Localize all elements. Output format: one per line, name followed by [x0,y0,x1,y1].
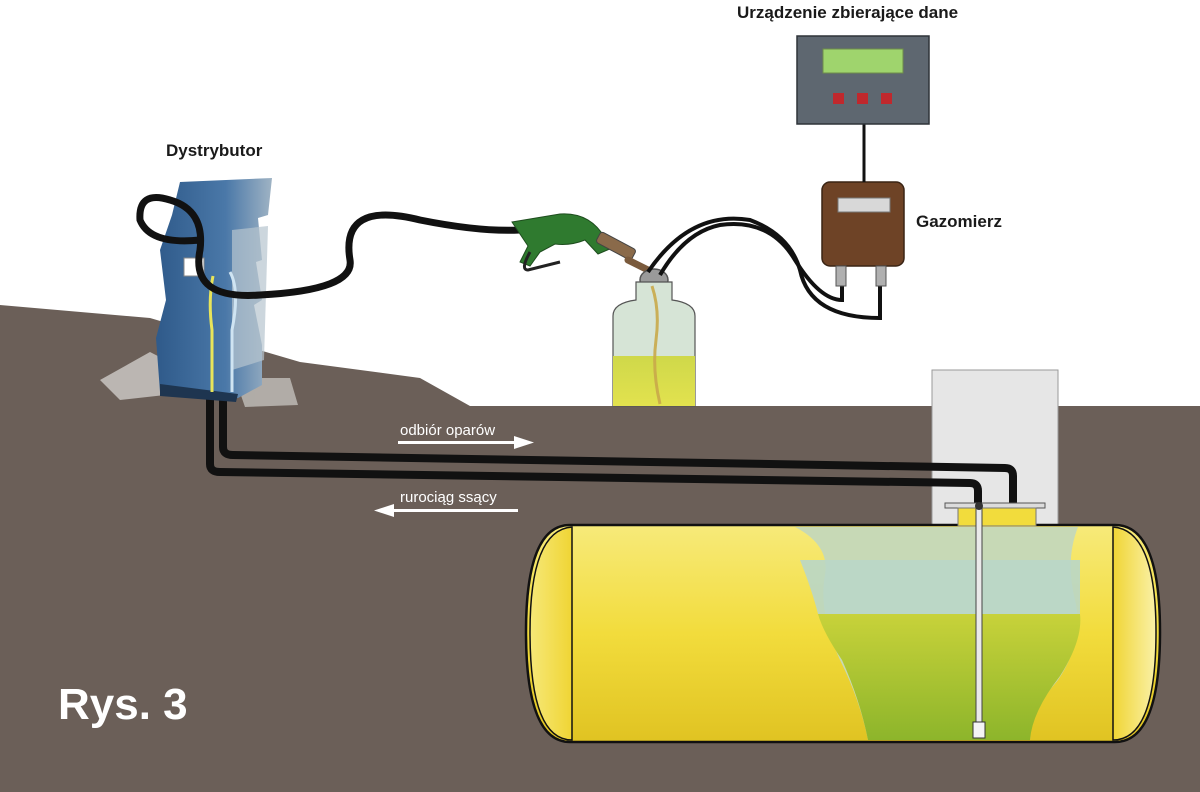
collector-led-2 [857,93,868,104]
vapor-return-pipe [219,395,1017,520]
collector-led-1 [833,93,844,104]
fuel-nozzle-icon [511,213,656,276]
sample-container-icon [612,281,696,407]
data-collector-label: Urządzenie zbierające dane [737,3,959,22]
fuel-tank-icon [524,502,1162,744]
collector-led-3 [881,93,892,104]
vapor-hose-outer [658,222,844,303]
collector-display [822,48,904,74]
suction-line-label: rurociąg ssący [400,489,497,506]
figure-caption: Rys. 3 [58,680,188,729]
gas-meter-label: Gazomierz [916,212,1002,231]
tank-vapor-space [800,560,1080,614]
level-probe [975,507,983,724]
vapor-return-arrow [398,436,534,449]
gas-meter-icon [821,181,905,287]
dispenser-label: Dystrybutor [166,141,263,160]
suction-pipe [206,395,982,520]
level-probe-float [972,721,986,739]
suction-arrow [374,504,518,517]
vapor-hose-inner [646,216,882,321]
data-logger-icon [796,35,930,125]
vapor-return-label: odbiór oparów [400,422,496,439]
dispenser-hose [136,194,524,299]
tank-manhole-cover [931,369,1059,526]
tank-fuel-level [818,614,1081,740]
